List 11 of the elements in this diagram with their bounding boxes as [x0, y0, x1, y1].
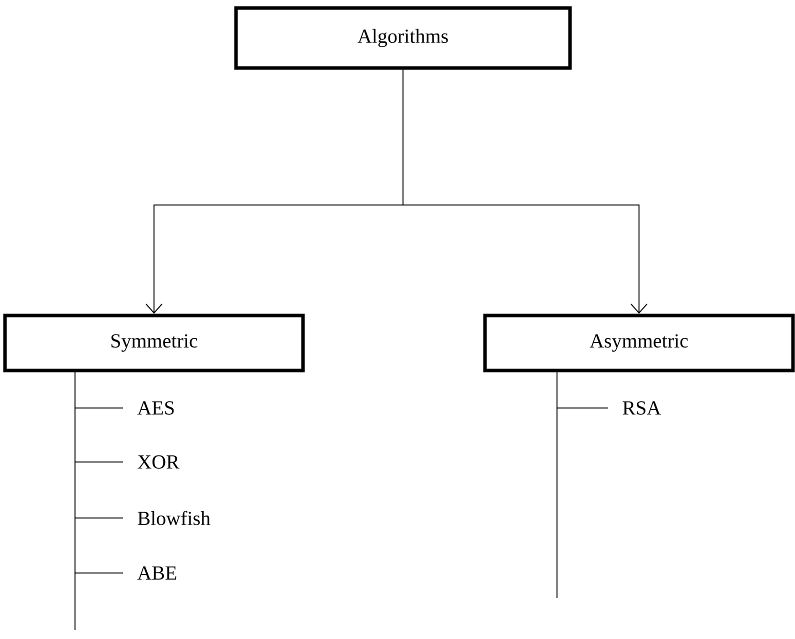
item-label: Blowfish	[138, 510, 210, 526]
item-label: RSA	[622, 401, 661, 415]
item-label: ABE	[137, 566, 176, 580]
category-box: Symmetric	[3, 314, 305, 372]
arrow	[402, 69, 648, 314]
category-box: Algorithms	[234, 6, 572, 70]
category-box: Asymmetric	[483, 314, 795, 372]
item-label: AES	[137, 401, 174, 415]
item-label: XOR	[138, 455, 180, 469]
tree-line	[74, 372, 124, 630]
tree-line	[556, 372, 608, 598]
